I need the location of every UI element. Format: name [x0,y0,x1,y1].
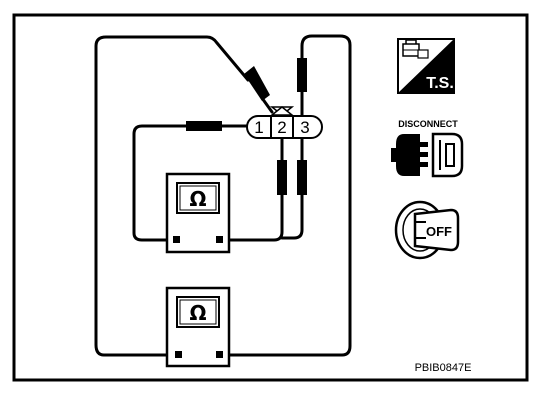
disconnect-icon: DISCONNECT [391,119,464,178]
wire-pin2-down [216,134,284,242]
wire-pin3-down [280,134,304,240]
probe-pin2-down [277,160,287,195]
toolbox-icon [402,39,429,59]
probe-pin3-top [297,58,307,92]
ohmmeter-upper: Ω [165,172,231,254]
probe-pin2-tip [260,96,274,114]
meter-terminal-right [216,351,223,358]
ts-label: T.S. [426,75,454,92]
connector-pin-1: 1 [254,118,263,137]
meter-terminal-left [173,236,180,243]
off-label: OFF [426,224,452,239]
connector: 1 2 3 [246,106,323,139]
disconnect-label: DISCONNECT [398,119,458,129]
ignition-off-key-icon: OFF [394,200,460,260]
ohmmeter-lower: Ω [165,286,231,368]
ts-icon: T.S. [397,38,455,94]
meter-terminal-left [175,351,182,358]
probe-pin2 [244,66,270,101]
frame-border [12,13,529,382]
meter-terminal-right [216,236,223,243]
ohm-symbol: Ω [189,187,206,211]
probe-pin3-down [297,160,307,195]
ohm-symbol: Ω [189,301,206,325]
probe-pin1 [186,121,222,131]
wire-pin1 [132,124,250,242]
wire-outer-right [216,34,352,357]
connector-pin-2: 2 [277,118,286,137]
connector-pin-3: 3 [300,118,309,137]
wire-outer-left [94,35,250,357]
figure-code: PBIB0847E [415,362,472,374]
